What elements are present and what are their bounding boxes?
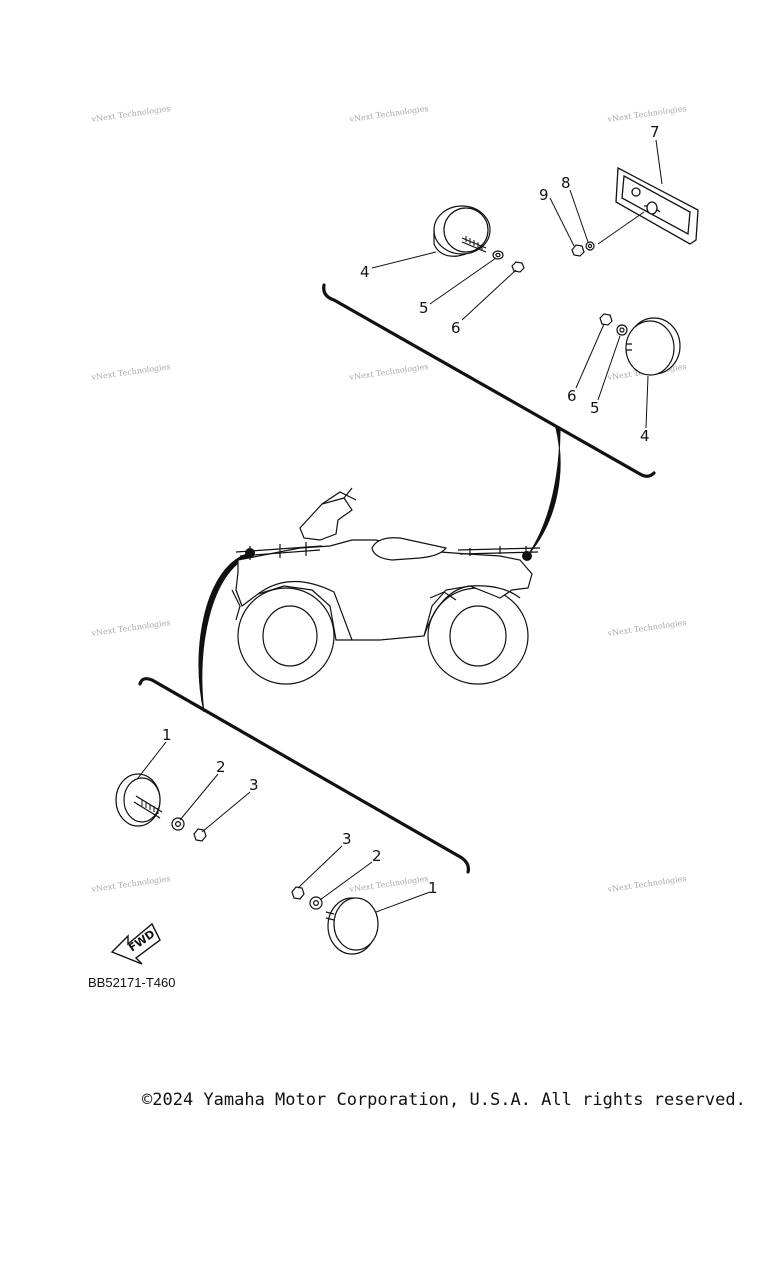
nut-part-6a xyxy=(511,261,525,273)
reflector-part-4a xyxy=(433,205,491,257)
nut-part-9 xyxy=(571,244,585,257)
callout-part-3: 3 xyxy=(342,830,352,848)
nut-part-3a xyxy=(193,828,207,842)
watermark: vNext Technologies xyxy=(606,618,687,638)
nut-part-6b xyxy=(599,313,613,326)
front-fender xyxy=(423,585,521,637)
rear-fender xyxy=(257,580,353,641)
watermark: vNext Technologies xyxy=(606,874,687,894)
callout-part-2: 2 xyxy=(216,758,226,776)
washer-part-2b xyxy=(309,896,323,910)
handlebar-grip xyxy=(321,487,357,505)
callout-part-6: 6 xyxy=(567,387,577,405)
callout-part-5: 5 xyxy=(590,399,600,417)
callout-part-8: 8 xyxy=(561,174,571,192)
callout-part-2: 2 xyxy=(372,847,382,865)
front-rack xyxy=(457,546,541,556)
diagram-part-code: BB52171-T460 xyxy=(88,975,175,990)
rear-connector-line xyxy=(527,427,561,556)
front-group-bracket xyxy=(138,677,470,874)
watermark: vNext Technologies xyxy=(348,874,429,894)
watermark: vNext Technologies xyxy=(348,104,429,124)
callout-part-4: 4 xyxy=(360,263,370,281)
front-wheel-hub xyxy=(449,605,507,667)
callout-part-1: 1 xyxy=(428,879,438,897)
callout-part-3: 3 xyxy=(249,776,259,794)
callout-part-1: 1 xyxy=(162,726,172,744)
atv-seat xyxy=(371,537,448,561)
handlebar xyxy=(299,497,353,541)
callout-part-5: 5 xyxy=(419,299,429,317)
callout-part-6: 6 xyxy=(451,319,461,337)
callout-part-9: 9 xyxy=(539,186,549,204)
nut-part-3b xyxy=(291,886,305,900)
fender-detail xyxy=(231,589,457,621)
callout-part-7: 7 xyxy=(650,123,660,141)
washer-part-2a xyxy=(171,817,185,831)
rear-group-bracket xyxy=(322,283,656,478)
front-connector-line xyxy=(198,552,251,713)
rear-mount-point xyxy=(522,551,532,561)
fwd-arrow-icon: FWD xyxy=(110,922,161,965)
washer-part-5b xyxy=(616,324,628,336)
reflector-part-1a xyxy=(115,773,163,827)
front-mount-point xyxy=(245,548,255,558)
washer-part-5a xyxy=(492,250,504,260)
reflector-part-7 xyxy=(615,166,699,245)
watermark: vNext Technologies xyxy=(90,104,171,124)
washer-part-8 xyxy=(585,241,595,251)
callout-part-4: 4 xyxy=(640,427,650,445)
watermark: vNext Technologies xyxy=(90,618,171,638)
watermark: vNext Technologies xyxy=(90,874,171,894)
atv-illustration xyxy=(231,487,541,685)
callouts: 4 5 6 9 8 7 6 5 4 1 2 3 3 2 1 xyxy=(162,123,660,897)
rear-wheel-hub xyxy=(262,605,318,667)
watermarks: vNext Technologies vNext Technologies vN… xyxy=(90,104,687,894)
leader-lines xyxy=(137,139,663,913)
watermark: vNext Technologies xyxy=(606,104,687,124)
reflector-part-1b xyxy=(325,897,379,955)
watermark: vNext Technologies xyxy=(90,362,171,382)
watermark: vNext Technologies xyxy=(348,362,429,382)
reflector-part-4b xyxy=(625,317,681,376)
copyright-notice: ©2024 Yamaha Motor Corporation, U.S.A. A… xyxy=(142,1090,746,1110)
